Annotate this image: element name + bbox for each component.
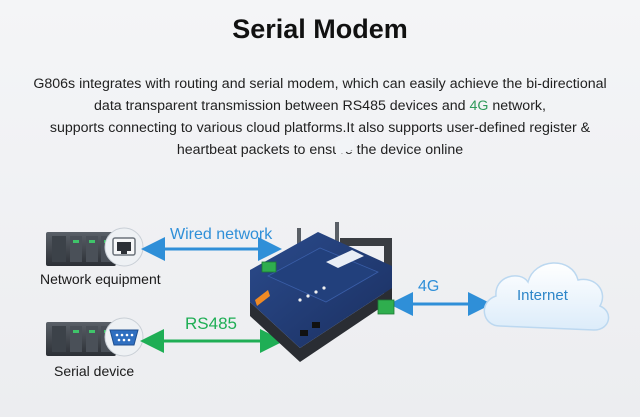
description-4g-highlight: 4G [469,98,489,114]
wired-network-label: Wired network [170,226,273,243]
description-line-2-text: data transparent transmission between RS… [94,98,470,114]
description-line-4: heartbeat packets to ensure the device o… [176,142,464,158]
network-equipment-plc [46,232,116,266]
network-equipment-label: Network equipment [40,271,161,287]
internet-cloud [483,262,610,331]
description-line-2: data transparent transmission between RS… [20,95,620,117]
rs485-label: RS485 [185,314,237,333]
description-line-2-end: network, [488,98,546,114]
ethernet-port-icon [104,227,144,267]
g806s-modem-device [250,135,395,362]
serial-device-label: Serial device [54,363,135,379]
page-title: Serial Modem [232,14,408,44]
description: G806s integrates with routing and serial… [20,73,620,161]
serial-port-icon [104,317,144,357]
4g-label: 4G [418,278,440,295]
description-line-1: G806s integrates with routing and serial… [33,76,607,92]
internet-label: Internet [517,287,568,304]
description-line-3: supports connecting to various cloud pla… [49,120,591,136]
